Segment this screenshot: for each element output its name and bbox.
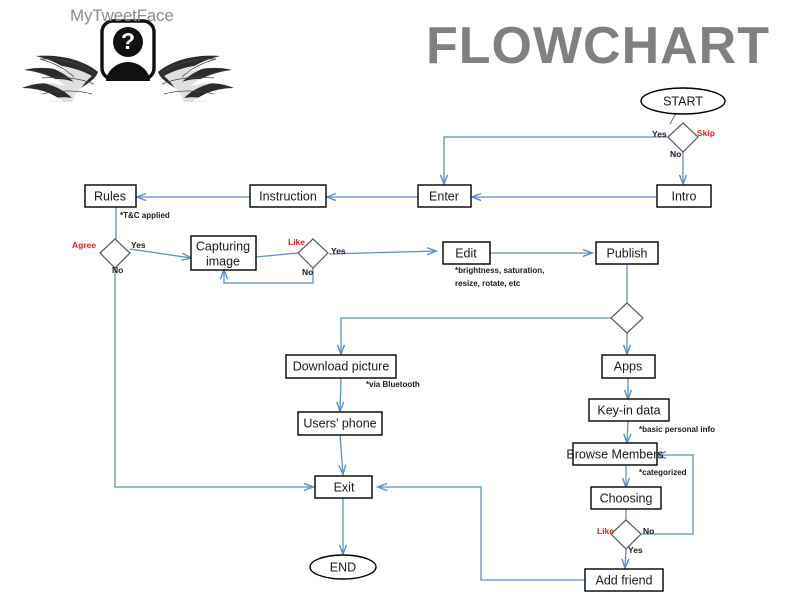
edge-like1-no-to-capturing	[224, 268, 314, 284]
logo-wordmark: MyTweetFace	[70, 6, 174, 25]
edge-label-like2: Like	[597, 526, 614, 536]
node-rules-label: Rules	[94, 189, 126, 203]
node-keyin-label: Key-in data	[597, 403, 660, 417]
edge-label-skip: Skip	[697, 128, 715, 138]
node-edit-label: Edit	[455, 246, 477, 260]
node-browse-members[interactable]: Browse Members	[566, 442, 664, 466]
edge-label-like2-no: No	[643, 526, 654, 536]
edge-agree-no-to-exit	[114, 268, 313, 487]
node-capturing-image[interactable]: Capturing image	[190, 235, 257, 271]
edge-label-like1-no: No	[302, 267, 313, 277]
winged-avatar-question-logo: ?	[21, 19, 235, 119]
edge-label-skip-yes: Yes	[652, 129, 667, 139]
node-apps[interactable]: Apps	[601, 354, 656, 379]
node-edit[interactable]: Edit	[442, 241, 491, 265]
node-choosing-label: Choosing	[600, 491, 653, 505]
edge-label-agree-no: No	[112, 265, 123, 275]
node-instruction-label: Instruction	[259, 189, 317, 203]
edges-layer	[114, 112, 694, 581]
node-capturing-label-line2: image	[206, 254, 240, 268]
node-publish-label: Publish	[607, 246, 648, 260]
node-browse-label: Browse Members	[566, 447, 663, 461]
node-like-decision-2[interactable]	[610, 519, 642, 550]
edge-label-agree-yes: Yes	[131, 240, 146, 250]
edge-addfriend-to-exit	[378, 487, 585, 581]
edge-start-to-skip-decision	[669, 112, 677, 125]
node-capturing-label-line1: Capturing	[196, 239, 250, 253]
node-enter-label: Enter	[429, 189, 459, 203]
note-categorized: *categorized	[639, 468, 687, 477]
note-edit-line2: resize, rotate, etc	[455, 279, 521, 288]
node-end[interactable]: END	[309, 554, 377, 580]
edge-skip-yes-to-enter	[444, 136, 668, 184]
node-start[interactable]: START	[640, 87, 726, 115]
node-start-label: START	[663, 94, 703, 108]
node-agree-decision[interactable]	[99, 238, 131, 269]
note-via-bluetooth: *via Bluetooth	[366, 380, 420, 389]
edge-like1-yes-to-edit	[328, 251, 436, 254]
node-apps-label: Apps	[614, 359, 643, 373]
edge-branch-to-download	[341, 317, 611, 354]
svg-text:?: ?	[121, 28, 135, 54]
note-edit-line1: *brightness, saturation,	[455, 266, 544, 275]
node-download-label: Download picture	[293, 359, 390, 373]
avatar-tile: ?	[100, 19, 156, 81]
edge-keyin-to-browse	[627, 420, 628, 443]
node-rules[interactable]: Rules	[84, 184, 137, 208]
edge-download-to-phone	[340, 377, 341, 411]
node-instruction[interactable]: Instruction	[249, 184, 327, 208]
annotations-layer: *T&C applied *brightness, saturation, re…	[120, 211, 715, 477]
note-tc-applied: *T&C applied	[120, 211, 170, 220]
node-users-phone[interactable]: Users’ phone	[297, 411, 383, 436]
edge-label-skip-no: No	[670, 149, 681, 159]
edge-label-like2-yes: Yes	[628, 545, 643, 555]
edge-label-like1-yes: Yes	[331, 246, 346, 256]
node-like-decision-1[interactable]	[297, 238, 329, 269]
nodes-layer: START Intro Enter Instruction	[84, 87, 726, 592]
edge-labels-layer: Yes Skip No Agree Yes No Like Yes No Lik…	[72, 128, 715, 555]
edge-label-agree: Agree	[72, 240, 96, 250]
edge-like2-yes-to-addfriend	[625, 548, 626, 568]
node-add-friend-label: Add friend	[596, 573, 653, 587]
node-intro[interactable]: Intro	[656, 184, 712, 208]
node-intro-label: Intro	[671, 189, 696, 203]
node-users-phone-label: Users’ phone	[303, 416, 376, 430]
node-choosing[interactable]: Choosing	[590, 486, 662, 510]
edge-agree-yes-to-capturing	[129, 248, 191, 258]
node-keyin-data[interactable]: Key-in data	[588, 398, 670, 422]
node-publish[interactable]: Publish	[595, 241, 659, 265]
page-title: FLOWCHART	[425, 17, 770, 75]
node-end-label: END	[330, 560, 356, 574]
node-skip-decision[interactable]	[667, 122, 699, 153]
node-add-friend[interactable]: Add friend	[584, 568, 664, 592]
node-branch-decision[interactable]	[610, 302, 644, 334]
logo: ? MyTweetFace	[8, 2, 248, 119]
edge-phone-to-exit	[340, 434, 343, 474]
edge-label-like1: Like	[288, 237, 305, 247]
node-enter[interactable]: Enter	[417, 184, 472, 208]
node-exit[interactable]: Exit	[314, 475, 373, 499]
note-basic-personal-info: *basic personal info	[639, 425, 715, 434]
node-exit-label: Exit	[334, 480, 355, 494]
edge-like2-no-to-browse	[641, 455, 694, 535]
node-download-picture[interactable]: Download picture	[285, 354, 397, 379]
edge-capturing-to-like-decision	[255, 252, 299, 258]
